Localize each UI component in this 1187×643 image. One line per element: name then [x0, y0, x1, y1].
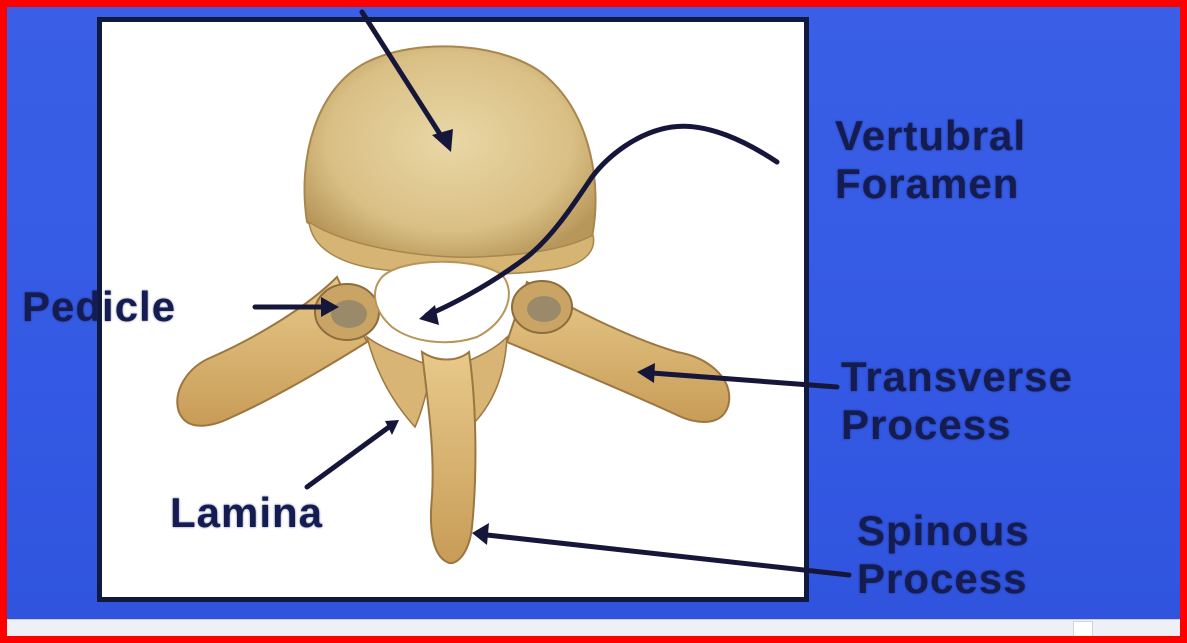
slide-background: Vertubral Foramen Pedicle Transverse Pro… — [7, 7, 1180, 619]
label-spinous-process: Spinous Process — [857, 507, 1030, 603]
label-spinous-process-line2: Process — [857, 555, 1030, 603]
right-pedicle-facet — [527, 296, 561, 322]
label-transverse-process-line1: Transverse — [841, 353, 1073, 401]
label-vertebral-foramen-line2: Foramen — [835, 160, 1026, 208]
spinous-process — [422, 352, 475, 563]
vertebral-foramen — [375, 262, 509, 342]
lamina-left — [367, 337, 432, 427]
label-transverse-process: Transverse Process — [841, 353, 1073, 449]
label-lamina: Lamina — [170, 489, 323, 537]
label-vertebral-foramen: Vertubral Foramen — [835, 112, 1026, 208]
label-vertebral-foramen-line1: Vertubral — [835, 112, 1026, 160]
arrow-lamina-line — [307, 427, 389, 487]
vertebral-body — [305, 46, 596, 258]
left-pedicle-facet — [331, 300, 367, 328]
arrowhead-spinous — [472, 523, 489, 545]
label-pedicle: Pedicle — [22, 283, 176, 331]
arrow-spinous-line — [487, 535, 849, 575]
label-spinous-process-line1: Spinous — [857, 507, 1030, 555]
bottom-scroll-strip[interactable] — [7, 619, 1180, 637]
label-transverse-process-line2: Process — [841, 401, 1073, 449]
scroll-knob[interactable] — [1073, 621, 1093, 637]
